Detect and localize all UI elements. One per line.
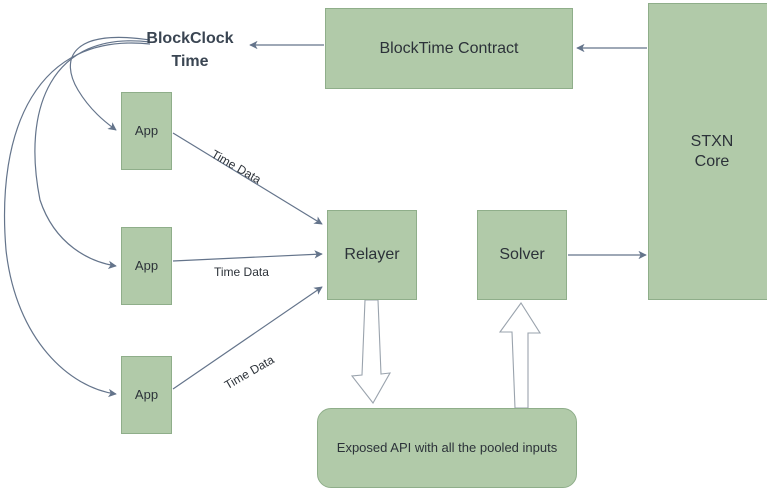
node-app-2[interactable]: App <box>121 227 172 305</box>
edge-app1-to-relayer <box>172 132 323 225</box>
node-stxn-core-line2: Core <box>694 152 730 170</box>
edge-exposedapi-to-solver <box>498 302 541 409</box>
node-solver[interactable]: Solver <box>477 210 567 300</box>
edge-blockclocktime-to-app1 <box>69 36 151 131</box>
edge-app2-to-relayer <box>172 250 323 262</box>
edge-blockclocktime-to-app3 <box>3 42 151 398</box>
label-blockclock-time-line2: Time <box>171 53 209 71</box>
node-stxn-core-line1: STXN <box>690 133 734 151</box>
node-exposed-api[interactable]: Exposed API with all the pooled inputs <box>317 408 577 488</box>
edge-relayer-to-exposedapi <box>350 299 392 404</box>
label-blockclock-time-line1: BlockClock <box>146 30 234 47</box>
node-blocktime-contract[interactable]: BlockTime Contract <box>325 8 573 89</box>
node-relayer[interactable]: Relayer <box>327 210 417 300</box>
edge-app3-to-relayer <box>172 286 323 390</box>
node-stxn-core[interactable]: STXN Core <box>648 3 767 300</box>
node-app-1[interactable]: App <box>121 92 172 170</box>
node-app-3[interactable]: App <box>121 356 172 434</box>
label-blockclock-time: BlockClock Time <box>128 27 252 73</box>
edge-label-time-data-2: Time Data <box>214 265 269 279</box>
